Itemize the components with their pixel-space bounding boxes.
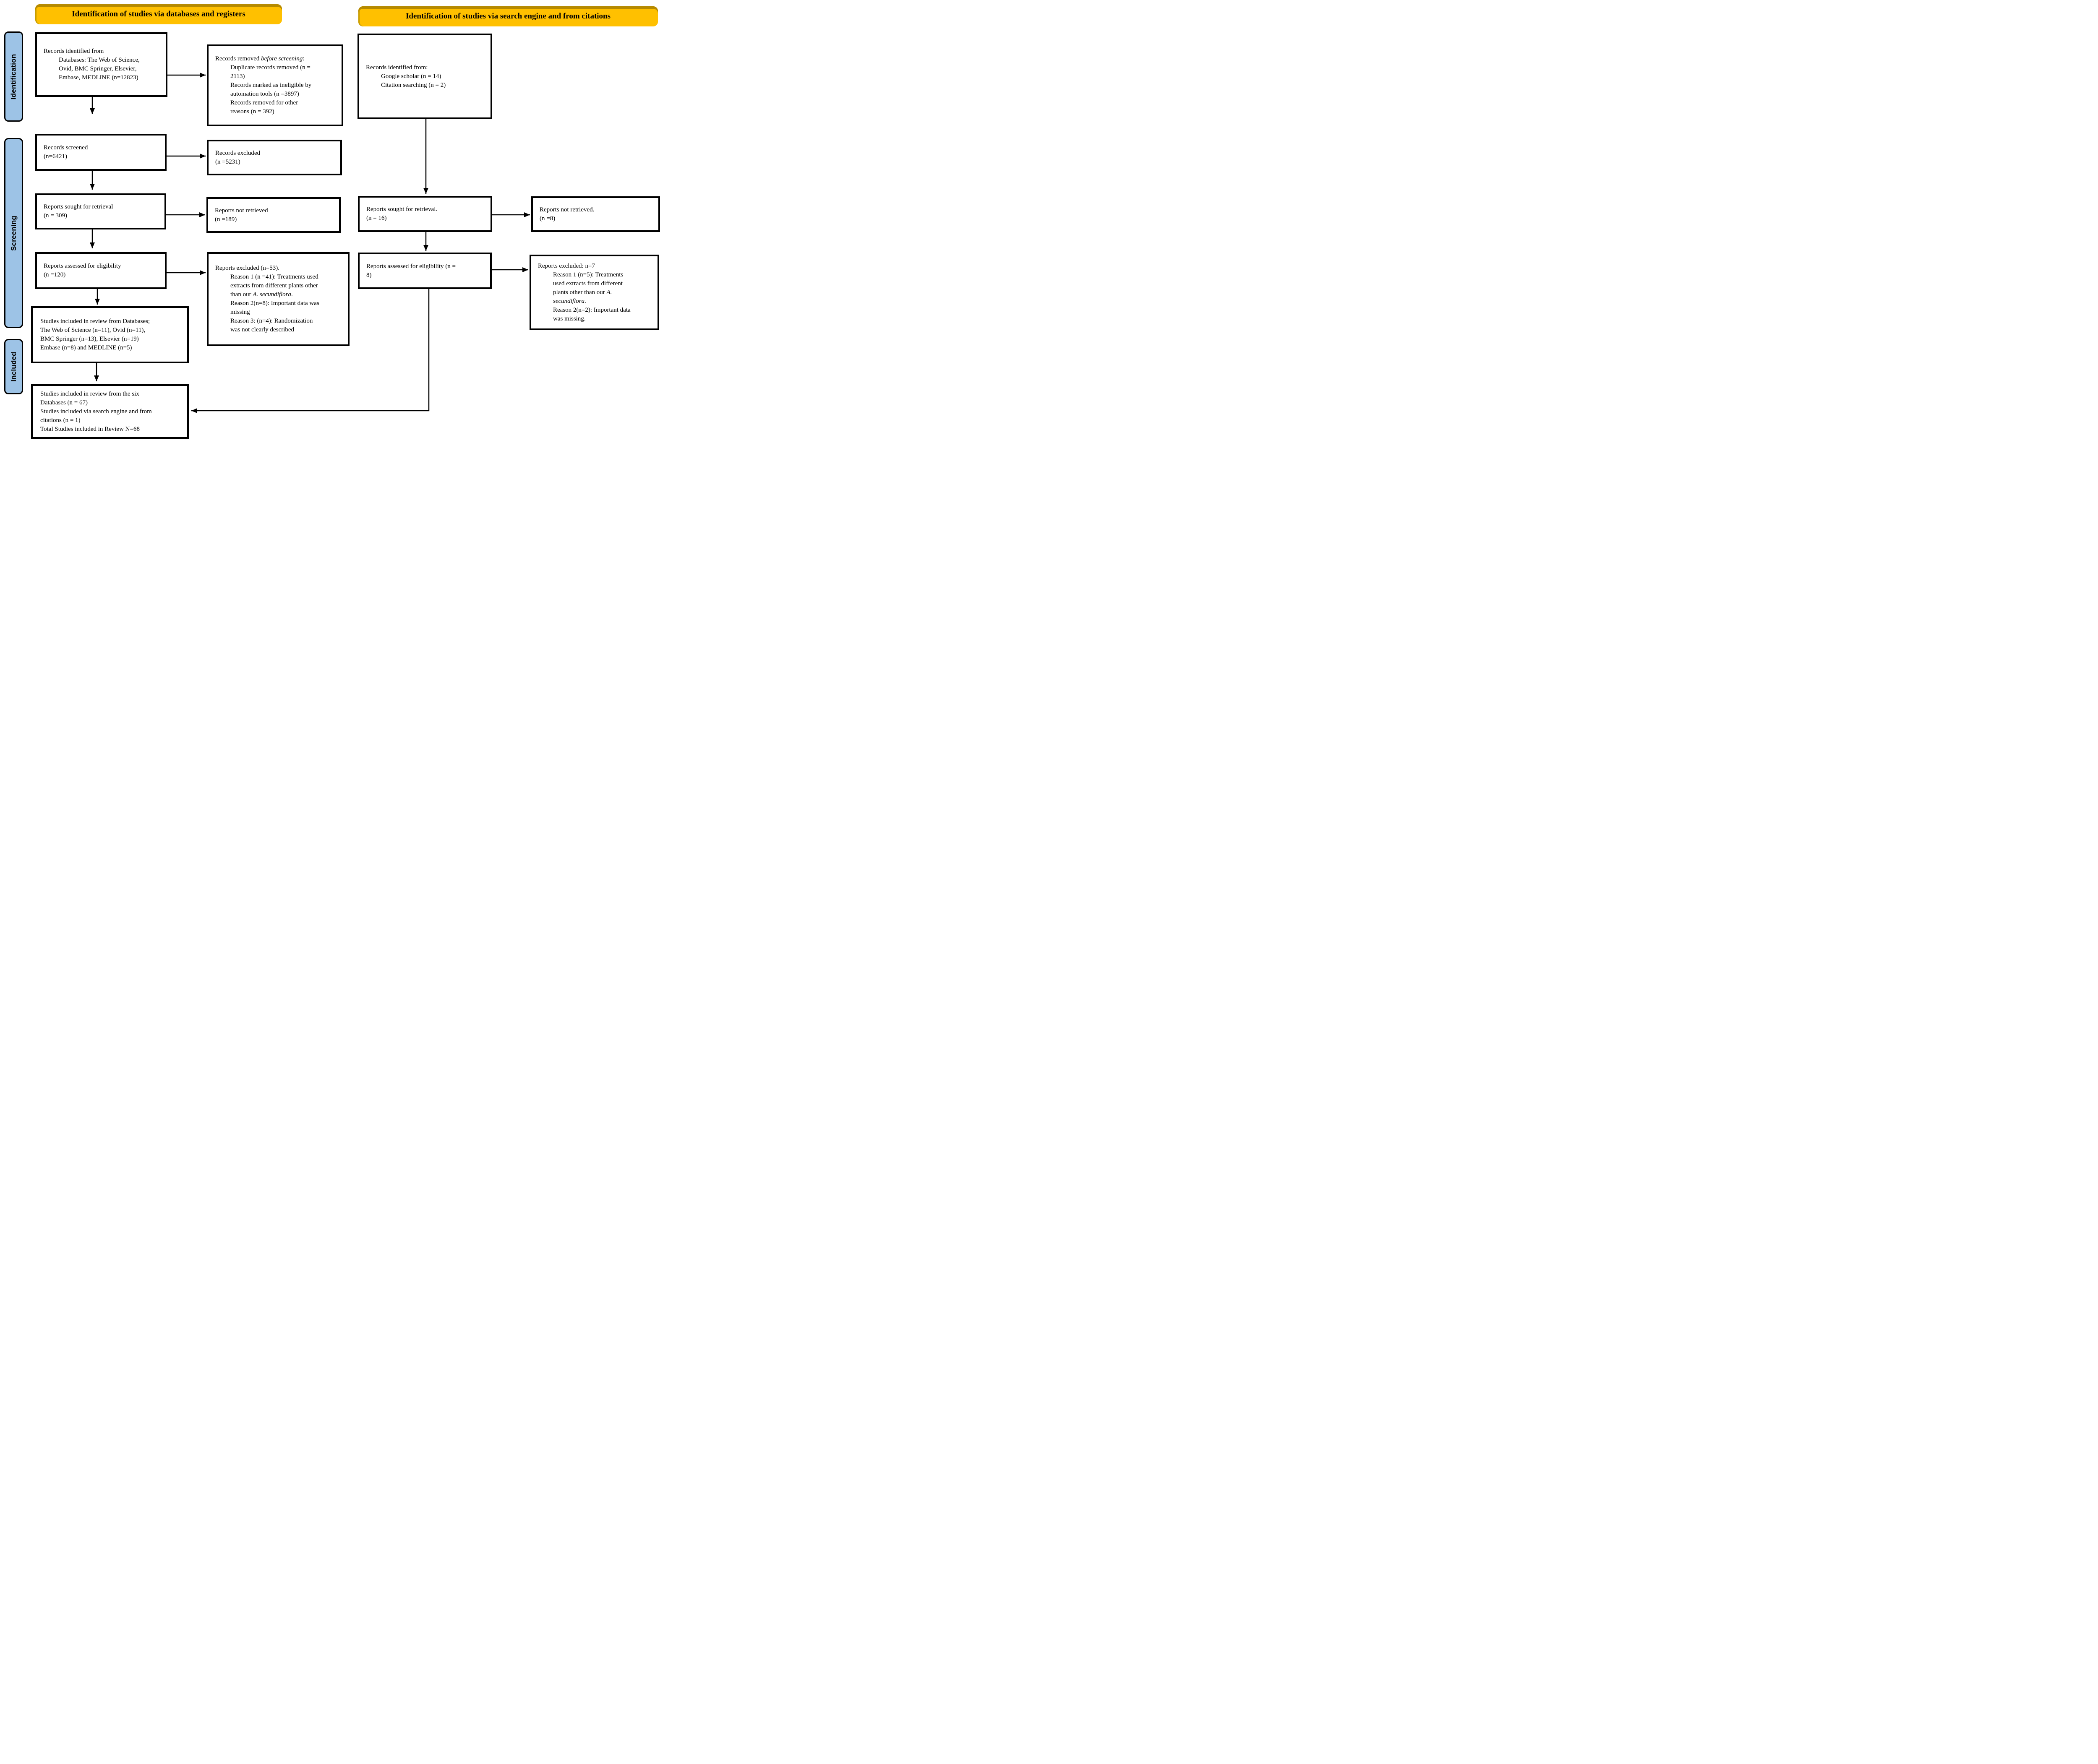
box-records-identified-search: Records identified from:Google scholar (… — [357, 34, 492, 119]
box-records-screened: Records screened(n=6421) — [35, 134, 167, 171]
box-reports-not-retrieved-search: Reports not retrieved.(n =8) — [531, 196, 660, 232]
box-reports-sought-text: Reports sought for retrieval(n = 309) — [44, 203, 113, 219]
box-reports-excluded-reasons: Reports excluded (n=53).Reason 1 (n =41)… — [207, 252, 350, 346]
banner-search-engine-citations-label: Identification of studies via search eng… — [405, 12, 611, 21]
sidebar-screening-label: Screening — [9, 215, 18, 251]
sidebar-identification-label: Identification — [9, 54, 18, 99]
box-reports-sought-search-text: Reports sought for retrieval.(n = 16) — [366, 206, 438, 221]
prisma-flow-diagram: Identification of studies via databases … — [0, 0, 666, 441]
box-reports-not-retrieved: Reports not retrieved(n =189) — [206, 197, 341, 233]
sidebar-included-label: Included — [9, 352, 18, 382]
box-reports-assessed-text: Reports assessed for eligibility(n =120) — [44, 263, 121, 278]
banner-databases-registers: Identification of studies via databases … — [35, 4, 282, 24]
box-reports-not-retrieved-text: Reports not retrieved(n =189) — [215, 207, 268, 223]
box-records-excluded-text: Records excluded(n =5231) — [215, 149, 261, 165]
box-records-identified-search-text: Records identified from:Google scholar (… — [366, 64, 446, 89]
box-reports-excluded-reasons-text: Reports excluded (n=53).Reason 1 (n =41)… — [215, 265, 319, 333]
box-records-excluded: Records excluded(n =5231) — [207, 140, 342, 175]
box-studies-included-databases-text: Studies included in review from Database… — [40, 318, 150, 351]
box-records-removed-before-screening-text: Records removed before screening:Duplica… — [215, 55, 312, 115]
banner-databases-registers-label: Identification of studies via databases … — [72, 10, 245, 18]
sidebar-included: Included — [4, 339, 23, 394]
sidebar-screening: Screening — [4, 138, 23, 328]
box-reports-sought-search: Reports sought for retrieval.(n = 16) — [358, 196, 492, 232]
sidebar-identification: Identification — [4, 31, 23, 122]
box-reports-assessed-search: Reports assessed for eligibility (n =8) — [358, 253, 492, 289]
box-reports-assessed-search-text: Reports assessed for eligibility (n =8) — [366, 263, 456, 279]
banner-search-engine-citations: Identification of studies via search eng… — [358, 6, 658, 26]
box-reports-sought: Reports sought for retrieval(n = 309) — [35, 193, 166, 229]
box-reports-not-retrieved-search-text: Reports not retrieved.(n =8) — [540, 206, 595, 222]
box-reports-assessed: Reports assessed for eligibility(n =120) — [35, 252, 167, 289]
box-records-screened-text: Records screened(n=6421) — [44, 144, 88, 160]
box-records-removed-before-screening: Records removed before screening:Duplica… — [207, 44, 343, 126]
box-studies-included-databases: Studies included in review from Database… — [31, 306, 189, 363]
